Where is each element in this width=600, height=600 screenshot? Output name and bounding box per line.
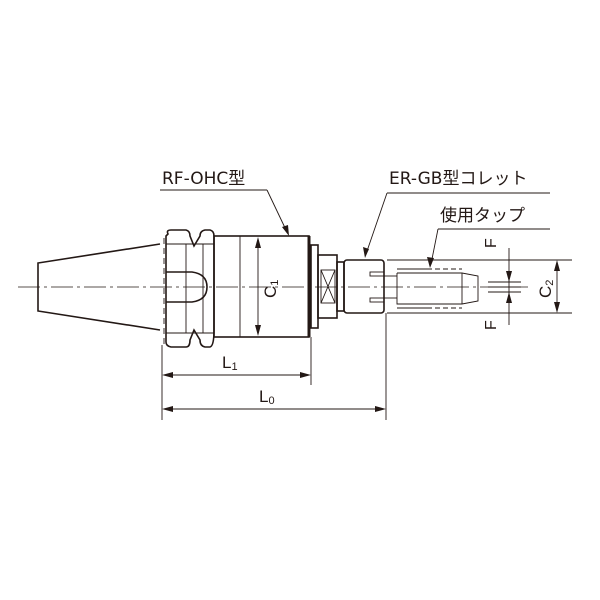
callout-holder: RF-OHC型: [160, 169, 289, 236]
callout-collet: ER-GB型コレット: [363, 169, 550, 258]
svg-text:使用タップ: 使用タップ: [440, 205, 525, 226]
holder-body: [213, 235, 311, 338]
svg-text:C1: C1: [261, 280, 281, 298]
l1-dimension: L1: [161, 337, 312, 420]
callout-tap: 使用タップ: [427, 205, 550, 268]
er-gb-collet: [343, 259, 385, 314]
lock-nut: [310, 244, 345, 329]
flange: [165, 229, 215, 348]
svg-text:ER-GB型コレット: ER-GB型コレット: [389, 169, 527, 189]
svg-text:F: F: [483, 238, 500, 248]
c1-dimension: C1: [255, 237, 281, 336]
l0-dimension: L0: [162, 313, 387, 420]
svg-text:F: F: [483, 320, 500, 330]
f-dimension: F F: [483, 238, 521, 330]
svg-text:RF-OHC型: RF-OHC型: [162, 169, 245, 189]
c2-dimension: C2: [536, 260, 560, 313]
svg-text:C2: C2: [536, 280, 556, 298]
svg-text:L1: L1: [222, 353, 238, 373]
svg-text:L0: L0: [259, 387, 275, 407]
tap: [384, 268, 479, 309]
taper-shank: [37, 238, 165, 345]
